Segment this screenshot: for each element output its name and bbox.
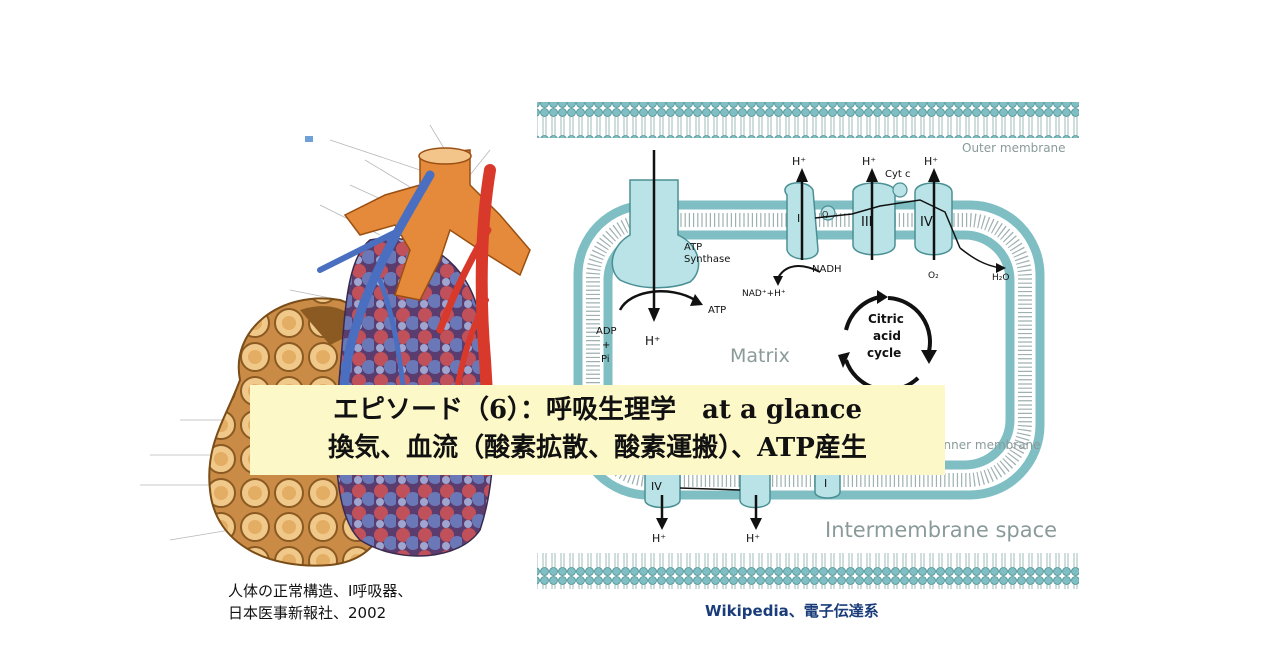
legend-swatch xyxy=(305,136,313,142)
electron-path xyxy=(814,199,961,249)
trachea-opening xyxy=(418,147,472,165)
label-complex-iii: III xyxy=(861,215,873,230)
label-intermembrane-space: Intermembrane space xyxy=(825,518,1057,542)
banner-title-line2: 換気、血流（酸素拡散、酸素運搬）、ATP産生 xyxy=(328,433,867,463)
label-citric-3: cycle xyxy=(867,346,901,360)
label-q: Q xyxy=(822,210,828,219)
banner-title-line1: エピソード（6）：呼吸生理学 at a glance xyxy=(332,395,863,425)
label-nad: NAD⁺+H⁺ xyxy=(742,289,786,299)
electron-transport-diagram: Outer membrane Inner membrane Intermembr… xyxy=(537,102,1079,589)
label-outer-membrane: Outer membrane xyxy=(962,141,1066,155)
label-atp-synthase-2: Synthase xyxy=(684,254,730,265)
label-adp: ADP xyxy=(596,326,617,337)
title-banner: エピソード（6）：呼吸生理学 at a glance 換気、血流（酸素拡散、酸素… xyxy=(250,385,945,475)
label-complex-iv-bottom: IV xyxy=(651,480,662,493)
label-citric-2: acid xyxy=(873,329,901,343)
label-plus: + xyxy=(602,340,610,351)
label-hplus-4: H⁺ xyxy=(924,155,938,168)
label-pi: Pi xyxy=(601,354,610,365)
label-nadh: NADH xyxy=(812,264,842,275)
label-cytc: Cyt c xyxy=(885,169,911,180)
complex-i-bottom xyxy=(814,469,841,499)
label-matrix: Matrix xyxy=(730,345,790,367)
label-h2o: H₂O xyxy=(992,273,1009,283)
label-o2: O₂ xyxy=(928,271,939,281)
lung-alveoli-illustration xyxy=(140,124,531,567)
label-hplus-b2: H⁺ xyxy=(746,532,760,545)
source-caption-left: 人体の正常構造、Ⅰ呼吸器、 日本医事新報社、2002 xyxy=(228,580,412,624)
proton-arrows-down xyxy=(660,495,758,520)
label-hplus-b1: H⁺ xyxy=(652,532,666,545)
label-hplus-3: H⁺ xyxy=(862,155,876,168)
source-caption-right: Wikipedia、電子伝達系 xyxy=(705,602,879,620)
label-complex-i: I xyxy=(797,212,800,225)
label-hplus-1: H⁺ xyxy=(792,155,806,168)
caption-left-line1: 人体の正常構造、Ⅰ呼吸器、 xyxy=(228,582,413,600)
proton-pump-arrows xyxy=(796,168,940,260)
label-citric-1: Citric xyxy=(868,312,904,326)
label-hplus-matrix: H⁺ xyxy=(645,334,660,348)
label-inner-membrane: Inner membrane xyxy=(940,438,1041,452)
leader-lines xyxy=(140,124,491,541)
caption-left-line2: 日本医事新報社、2002 xyxy=(228,604,387,622)
label-atp-synthase-1: ATP xyxy=(684,242,702,253)
inner-membrane-tails xyxy=(586,213,1032,487)
label-complex-iv: IV xyxy=(920,215,933,230)
complex-iii xyxy=(852,182,896,256)
label-complex-i-bottom: I xyxy=(824,477,827,490)
cyt-c xyxy=(892,182,908,198)
outer-membrane-top xyxy=(537,102,1079,138)
bronchus xyxy=(343,149,531,301)
pulmonary-vein xyxy=(339,170,435,425)
outer-membrane-bottom xyxy=(537,553,1079,589)
label-atp: ATP xyxy=(708,305,726,316)
atp-synthase xyxy=(611,179,700,289)
